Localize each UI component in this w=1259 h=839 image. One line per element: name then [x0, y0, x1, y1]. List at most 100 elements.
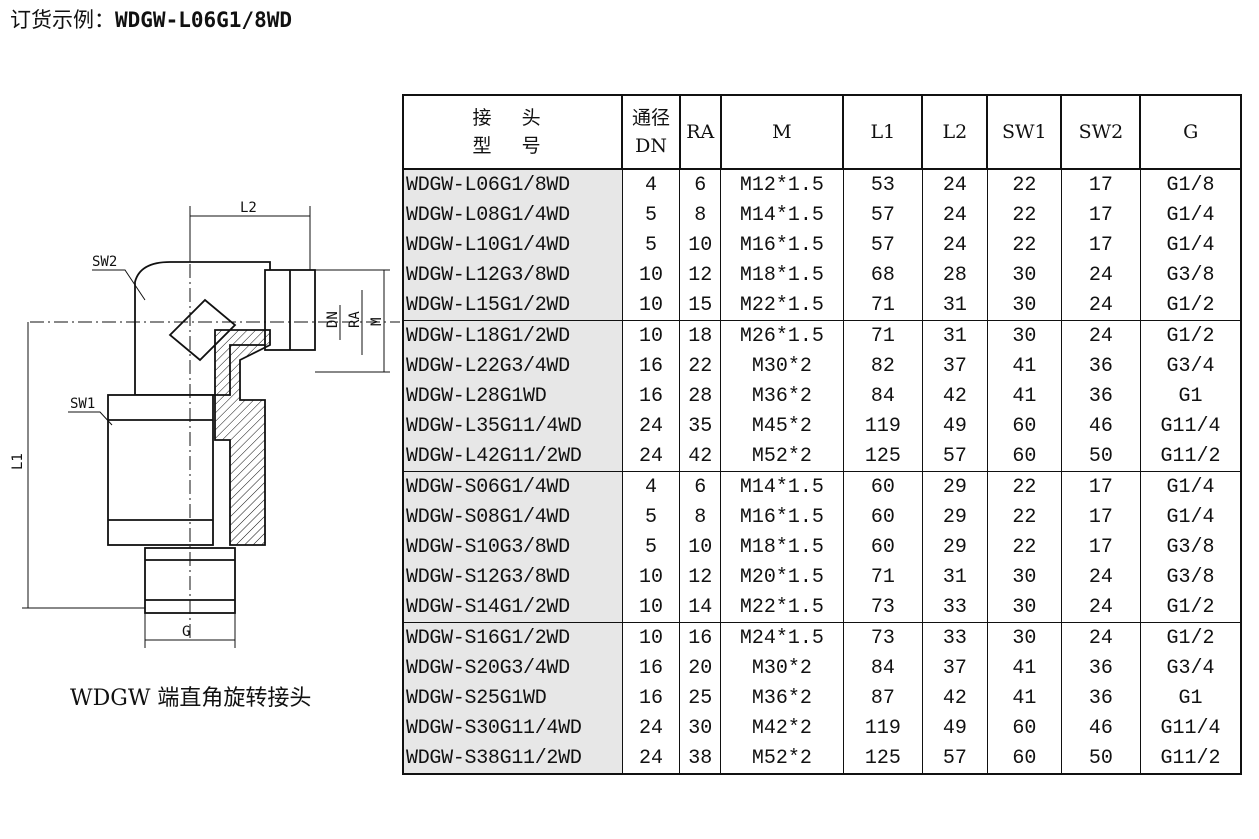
cell-ra: 10 [679, 230, 722, 260]
cell-l2: 49 [921, 713, 988, 743]
cell-model: WDGW-L35G11/4WD [401, 411, 623, 441]
cell-sw2: 24 [1060, 592, 1141, 623]
cell-sw1: 22 [986, 230, 1062, 260]
cell-sw1: 22 [986, 471, 1062, 502]
cell-dn: 10 [621, 592, 681, 623]
cell-ra: 6 [679, 471, 722, 502]
cell-sw2: 17 [1060, 502, 1141, 532]
cell-sw1: 41 [986, 653, 1062, 683]
cell-sw1: 30 [986, 290, 1062, 321]
cell-sw2: 46 [1060, 713, 1141, 743]
cell-l1: 71 [842, 290, 923, 321]
cell-ra: 22 [679, 351, 722, 381]
cell-dn: 10 [621, 622, 681, 653]
cell-dn: 5 [621, 200, 681, 230]
cell-dn: 16 [621, 653, 681, 683]
cell-m: M18*1.5 [720, 260, 844, 290]
cell-model: WDGW-S25G1WD [401, 683, 623, 713]
cell-dn: 5 [621, 230, 681, 260]
cell-model: WDGW-S14G1/2WD [401, 592, 623, 623]
cell-ra: 18 [679, 320, 722, 351]
cell-ra: 35 [679, 411, 722, 441]
cell-g: G11/2 [1139, 441, 1242, 472]
cell-l1: 53 [842, 169, 923, 200]
cell-sw2: 17 [1060, 169, 1141, 200]
cell-l1: 119 [842, 411, 923, 441]
cell-sw1: 60 [986, 743, 1062, 775]
cell-model: WDGW-L06G1/8WD [401, 169, 623, 200]
cell-dn: 4 [621, 169, 681, 200]
cell-ra: 30 [679, 713, 722, 743]
cell-sw2: 50 [1060, 743, 1141, 775]
cell-m: M30*2 [720, 653, 844, 683]
cell-l1: 71 [842, 562, 923, 592]
cell-g: G11/4 [1139, 411, 1242, 441]
cell-g: G3/4 [1139, 351, 1242, 381]
cell-sw1: 30 [986, 260, 1062, 290]
cell-l1: 68 [842, 260, 923, 290]
cell-ra: 20 [679, 653, 722, 683]
table-header-row: 接 头 型 号 通径 DN RA M L1 L2 SW1 SW2 G [401, 94, 1242, 170]
cell-dn: 16 [621, 351, 681, 381]
order-example-label: 订货示例： [10, 8, 115, 32]
cell-g: G1/4 [1139, 502, 1242, 532]
cell-sw1: 60 [986, 713, 1062, 743]
cell-l2: 42 [921, 381, 988, 411]
cell-model: WDGW-S20G3/4WD [401, 653, 623, 683]
cell-m: M20*1.5 [720, 562, 844, 592]
cell-sw2: 17 [1060, 230, 1141, 260]
cell-m: M45*2 [720, 411, 844, 441]
header-sw1: SW1 [986, 94, 1063, 170]
cell-m: M18*1.5 [720, 532, 844, 562]
cell-m: M42*2 [720, 713, 844, 743]
fitting-drawing: L2 SW2 SW1 G L1 DN RA M [10, 200, 400, 648]
cell-g: G3/8 [1139, 260, 1242, 290]
cell-g: G1/8 [1139, 169, 1242, 200]
spec-table: 接 头 型 号 通径 DN RA M L1 L2 SW1 SW2 G WDGW-… [401, 94, 1242, 775]
cell-sw2: 17 [1060, 471, 1141, 502]
cell-l1: 57 [842, 230, 923, 260]
cell-g: G1/2 [1139, 320, 1242, 351]
cell-m: M12*1.5 [720, 169, 844, 200]
cell-ra: 6 [679, 169, 722, 200]
cell-sw1: 41 [986, 381, 1062, 411]
cell-sw2: 17 [1060, 200, 1141, 230]
cell-ra: 25 [679, 683, 722, 713]
cell-l2: 24 [921, 169, 988, 200]
cell-m: M36*2 [720, 683, 844, 713]
cell-model: WDGW-L10G1/4WD [401, 230, 623, 260]
cell-model: WDGW-L22G3/4WD [401, 351, 623, 381]
cell-dn: 10 [621, 290, 681, 321]
cell-l2: 29 [921, 502, 988, 532]
cell-sw2: 36 [1060, 381, 1141, 411]
cell-l2: 24 [921, 230, 988, 260]
cell-l2: 33 [921, 592, 988, 623]
header-ra: RA [678, 94, 722, 170]
cell-model: WDGW-L08G1/4WD [401, 200, 623, 230]
cell-model: WDGW-S12G3/8WD [401, 562, 623, 592]
cell-l1: 60 [842, 502, 923, 532]
header-m: M [719, 94, 845, 170]
cell-g: G1/4 [1139, 230, 1242, 260]
cell-l1: 60 [842, 471, 923, 502]
cell-l2: 37 [921, 653, 988, 683]
cell-sw1: 22 [986, 200, 1062, 230]
cell-l1: 73 [842, 622, 923, 653]
cell-dn: 16 [621, 381, 681, 411]
cell-dn: 5 [621, 502, 681, 532]
cell-dn: 24 [621, 743, 681, 775]
cell-sw2: 17 [1060, 532, 1141, 562]
dim-l2-label: L2 [240, 200, 257, 216]
cell-g: G1/2 [1139, 592, 1242, 623]
cell-l2: 42 [921, 683, 988, 713]
cell-l1: 87 [842, 683, 923, 713]
cell-model: WDGW-L18G1/2WD [401, 320, 623, 351]
cell-g: G1/2 [1139, 290, 1242, 321]
dim-sw2-label: SW2 [92, 254, 117, 270]
cell-sw1: 30 [986, 622, 1062, 653]
